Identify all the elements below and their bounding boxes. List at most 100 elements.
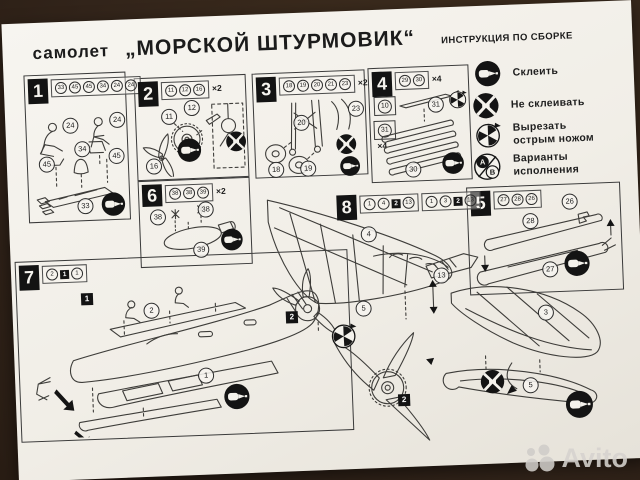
part-number: 19 <box>296 79 310 92</box>
step-6-number: 6 <box>141 184 163 207</box>
part-number: 1 <box>70 267 84 280</box>
part-number: 18 <box>282 80 296 93</box>
part-number: 1 <box>363 198 376 211</box>
multiplier: ×2 <box>211 82 222 94</box>
legend-label: Не склеивать <box>510 95 585 111</box>
glue-icon <box>222 382 251 411</box>
no-glue-icon <box>471 91 500 120</box>
part-number: 26 <box>525 192 538 206</box>
no-glue-icon <box>225 130 248 153</box>
glue-icon <box>219 227 244 252</box>
step-6-box: 6 38 38 39 ×2 38 38 39 <box>137 176 253 269</box>
step-5-diagram-torpedo <box>476 211 616 286</box>
step-7-number: 7 <box>18 265 40 291</box>
multiplier: ×4 <box>431 73 442 84</box>
legend-label: Склеить <box>512 64 559 79</box>
step-1-diagram-pilots-and-floor <box>36 117 114 216</box>
title-prefix: самолет <box>32 41 110 64</box>
part-number: 30 <box>412 74 426 87</box>
part-number: 13 <box>464 194 477 207</box>
step-1-box: 1 33 45 45 34 24 24 <box>23 71 142 224</box>
multiplier: ×2 <box>357 77 368 88</box>
part-number: 23 <box>338 77 352 91</box>
step-5-parts: 27 28 26 <box>493 189 542 210</box>
part-number: 21 <box>324 78 338 91</box>
step-2-parts: 11 12 16 <box>160 80 210 101</box>
part-number: 12 <box>178 84 192 97</box>
cut-icon <box>329 322 358 351</box>
step-4-box: 4 29 30 ×4 10 31 ×4 <box>367 64 473 184</box>
part-number: 11 <box>164 84 178 98</box>
subassembly-callout: 1 <box>80 292 94 306</box>
glue-icon <box>339 155 362 178</box>
subassembly-number: 2 <box>453 196 463 206</box>
step-1-parts: 33 45 45 34 24 24 <box>50 75 142 98</box>
step-1-header: 1 33 45 45 34 24 24 <box>27 75 142 105</box>
step-7-parts: 2 1 1 <box>41 264 88 284</box>
legend-row-glue: Склеить <box>473 57 559 88</box>
step-3-header: 3 18 19 20 21 23 ×2 <box>255 73 369 103</box>
step-7-diagram-fuselage <box>36 286 320 440</box>
step-2-diagram-engine-propeller <box>142 102 246 179</box>
part-number: 24 <box>124 79 138 92</box>
part-number: 2 <box>45 268 59 281</box>
part-callout: 19 <box>299 160 317 177</box>
glue-icon <box>100 191 127 218</box>
step-1-number: 1 <box>27 78 49 105</box>
part-number: 38 <box>168 187 182 200</box>
legend-row-no-glue: Не склеивать <box>471 88 585 120</box>
variants-icon: А В <box>474 153 501 180</box>
subassembly-callout: 2 <box>397 393 411 407</box>
step-7-box: 7 2 1 1 <box>14 249 355 443</box>
part-callout: 18 <box>267 161 285 179</box>
step-4-parts: 29 30 <box>394 70 430 91</box>
part-number: 13 <box>402 196 415 209</box>
part-number: 38 <box>182 186 196 200</box>
step-4-diagram-rockets <box>381 90 463 176</box>
no-glue-icon <box>335 133 358 156</box>
watermark: Avito <box>524 443 628 474</box>
part-number: 45 <box>68 81 82 94</box>
step-2-number: 2 <box>137 81 159 108</box>
step-7-header: 7 2 1 1 <box>18 263 88 291</box>
part-number: 45 <box>82 80 96 94</box>
step-2-header: 2 11 12 16 ×2 <box>137 79 223 108</box>
step-8-number: 8 <box>336 194 358 221</box>
step-5-box: 5 27 28 26 26 28 27 <box>466 181 625 296</box>
part-number: 20 <box>310 78 324 92</box>
part-number: 29 <box>398 74 412 88</box>
cut-icon <box>474 121 503 150</box>
model-name: „МОРСКОЙ ШТУРМОВИК“ <box>124 26 416 61</box>
variant-a-letter: А <box>480 157 486 166</box>
part-number: 33 <box>54 81 68 95</box>
part-number: 34 <box>96 80 110 93</box>
step-6-parts: 38 38 39 <box>164 183 214 204</box>
part-number: 28 <box>511 193 524 206</box>
step-4-number: 4 <box>371 71 393 98</box>
step-4-header: 4 29 30 ×4 <box>371 69 443 98</box>
no-glue-icon <box>479 368 506 395</box>
subassembly-callout: 2 <box>285 311 299 324</box>
avito-logo-dots <box>525 444 554 471</box>
step-3-box: 3 18 19 20 21 23 ×2 20 23 <box>251 69 369 179</box>
glue-icon <box>564 389 595 420</box>
step-3-parts: 18 19 20 21 23 <box>278 74 356 96</box>
part-number: 16 <box>192 83 206 96</box>
part-number: 39 <box>196 186 210 199</box>
step-6-header: 6 38 38 39 ×2 <box>141 182 226 207</box>
part-number: 3 <box>439 195 452 208</box>
glue-icon <box>563 249 592 278</box>
subassembly-number: 2 <box>391 198 401 208</box>
cut-icon <box>447 89 468 110</box>
step-8-diagram-engine-assembly <box>333 332 435 441</box>
subassembly-number: 1 <box>59 269 70 279</box>
step-2-box: 2 11 12 16 ×2 11 <box>133 73 250 182</box>
step-8-parts-variant-b: 1 3 2 13 <box>421 191 481 212</box>
step-8-parts-variant-a: 1 4 2 13 <box>359 193 419 214</box>
